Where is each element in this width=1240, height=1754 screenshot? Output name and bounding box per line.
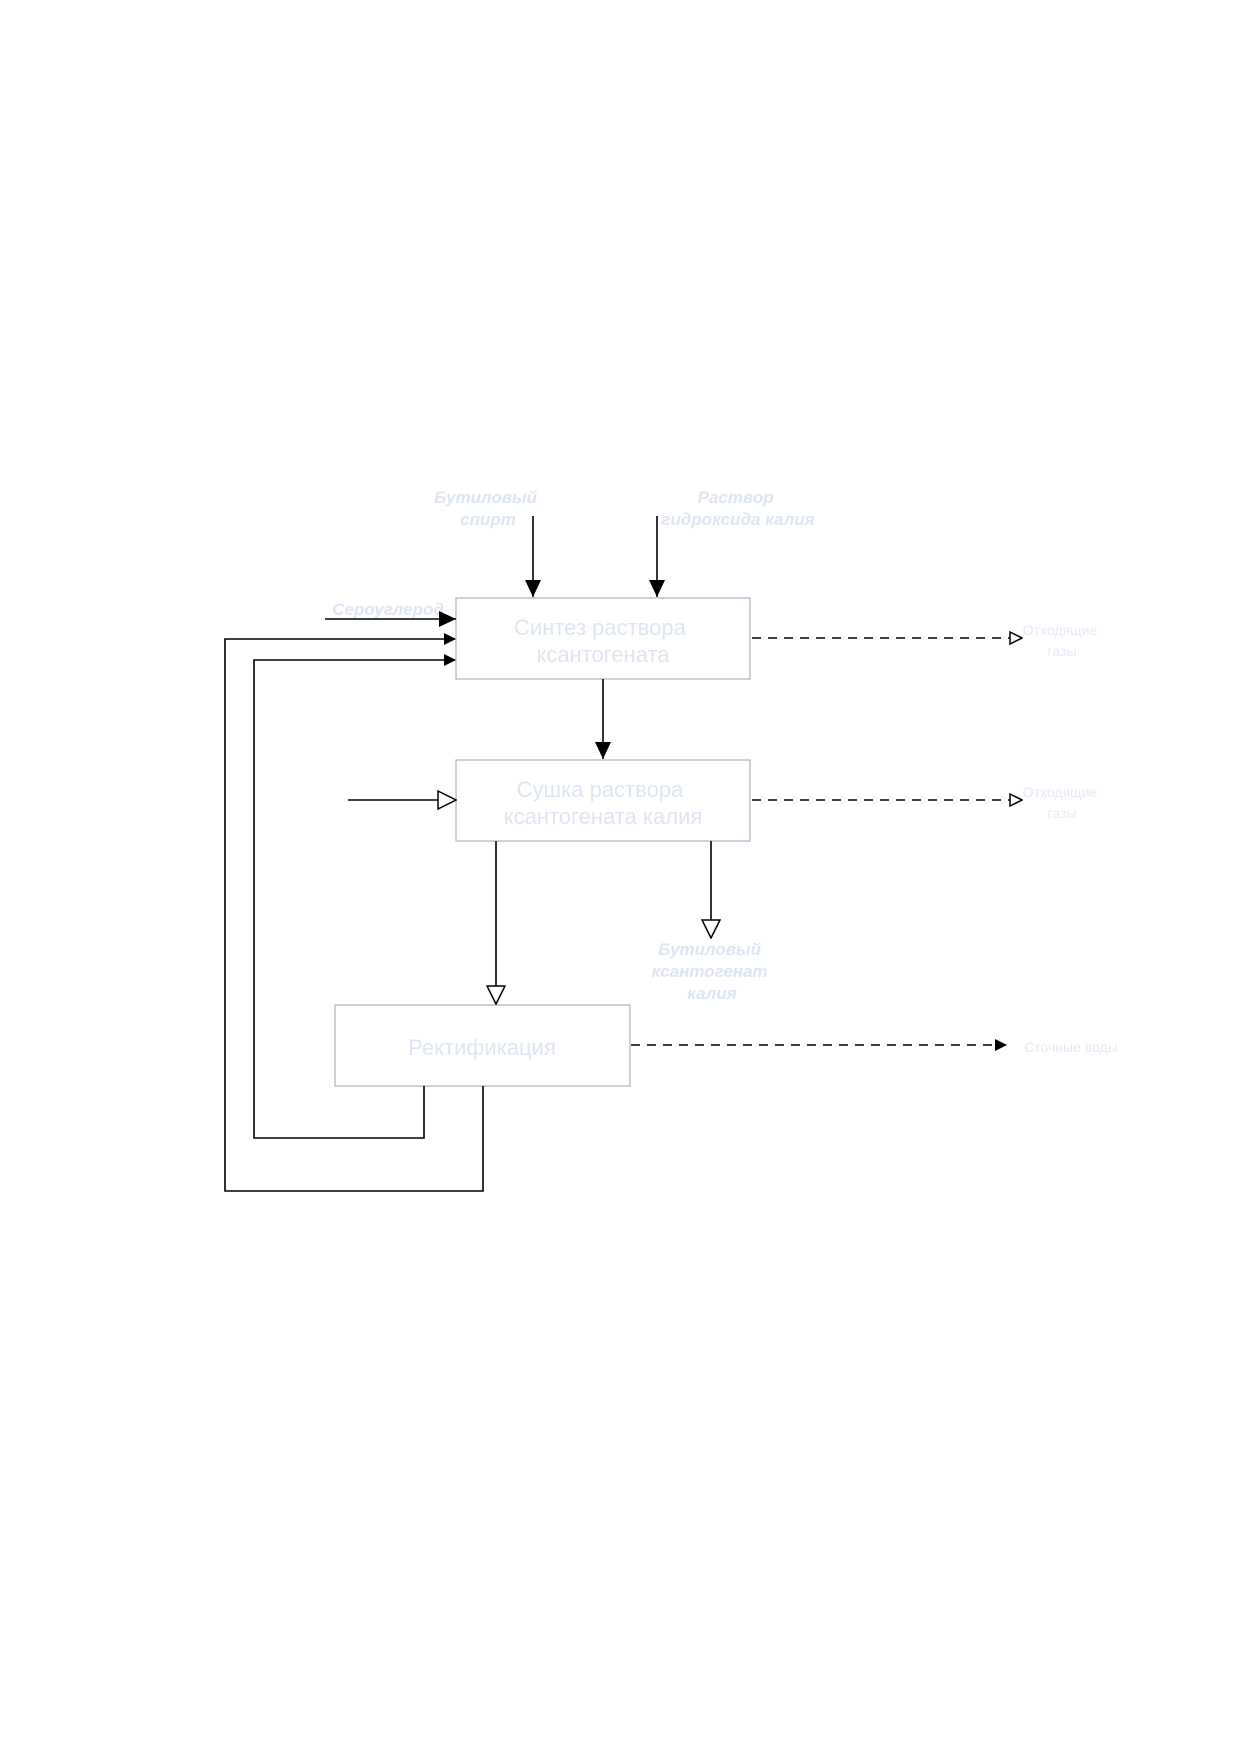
wastewater-label: Сточные воды <box>1024 1039 1118 1055</box>
koh-solution-label: Раствор гидроксида калия <box>661 488 814 529</box>
butyl-alcohol-label: Бутиловый спирт <box>434 488 541 529</box>
drying-offgas-label: Отходящие газы <box>1023 784 1101 821</box>
rectification-block <box>334 1004 631 1087</box>
rectification-block-label: Ректификация <box>408 1035 556 1060</box>
synthesis-offgas-label: Отходящие газы <box>1023 622 1101 659</box>
synthesis-block-label: Синтез раствора ксантогената <box>514 615 692 667</box>
drying-block-label: Сушка раствора ксантогената калия <box>504 777 703 829</box>
product-label: Бутиловый ксантогенат калия <box>652 940 773 1003</box>
synthesis-block <box>455 597 751 680</box>
carbon-disulfide-label: Сероуглерод <box>332 600 444 619</box>
recycle-line-outer <box>224 633 484 1192</box>
recycle-line-inner <box>253 654 456 1139</box>
